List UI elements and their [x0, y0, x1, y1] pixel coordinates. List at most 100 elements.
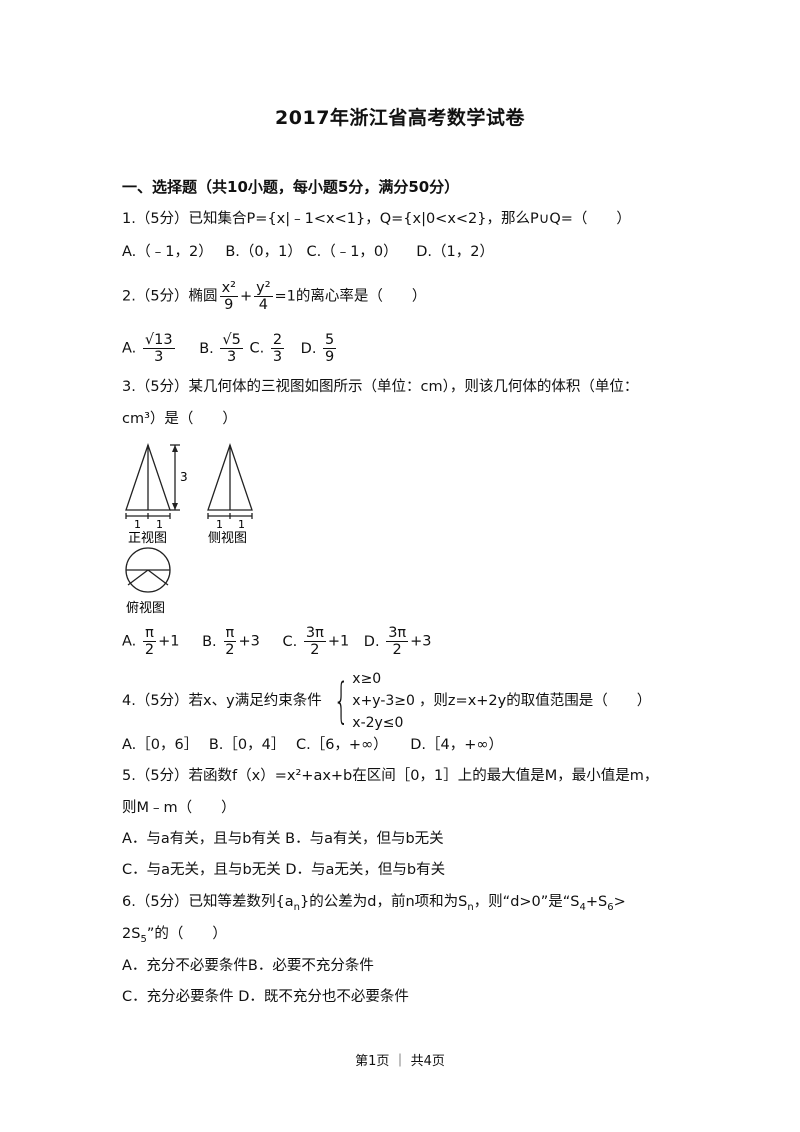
question-6-options-ab: A．充分不必要条件B．必要不充分条件	[122, 958, 374, 974]
q6-text-c: }的公差为d，前n项和为S	[300, 894, 468, 910]
q3-a-tail: +1	[158, 633, 180, 650]
q6-sub-4: 4	[579, 901, 586, 913]
top-view-label: 俯视图	[126, 600, 165, 616]
q4-suffix: ，则z=x+2y的取值范围是（ ）	[418, 693, 652, 709]
q6-sub-n2: n	[467, 901, 474, 913]
side-view-label: 侧视图	[208, 531, 247, 546]
page-title: 2017年浙江省高考数学试卷	[275, 107, 525, 129]
question-5-line-1: 5.（5分）若函数f（x）=x²+ax+b在区间［0，1］上的最大值是M，最小值…	[122, 768, 659, 784]
q2-d-num: 5	[323, 332, 337, 349]
q3-option-c-label: C.	[282, 633, 298, 650]
q2-c-num: 2	[270, 332, 285, 349]
q3-c-tail: +1	[327, 633, 350, 650]
q2-prefix: 2.（5分）椭圆	[122, 288, 218, 305]
q1-option-d: D.（1，2）	[416, 244, 494, 260]
q4-constraint-1: x≥0	[352, 671, 382, 687]
brace-icon: {	[333, 673, 349, 729]
question-5-line-2: 则M﹣m（ ）	[122, 800, 236, 816]
side-view	[207, 442, 253, 519]
q1-option-c: C.（﹣1，0）	[306, 244, 398, 260]
q3-option-b-label: B.	[202, 633, 217, 650]
question-5-options-cd: C．与a无关，且与b无关 D．与a无关，但与b有关	[122, 862, 446, 878]
q3-b-num: π	[223, 625, 237, 642]
side-dim-1: 1	[216, 518, 223, 531]
q2-c-den: 3	[272, 349, 283, 365]
q1-option-a: A.（﹣1，2）	[122, 244, 213, 260]
q2-f2-den: 4	[258, 297, 268, 313]
q6-text-e: ，则“d>0”是“S	[473, 894, 580, 910]
height-label: 3	[180, 470, 188, 484]
q2-plus: +	[239, 288, 253, 305]
section-heading: 一、选择题（共10小题，每小题5分，满分50分）	[122, 178, 460, 196]
side-dim-2: 1	[238, 518, 245, 531]
q4-constraint-3: x-2y≤0	[352, 715, 404, 731]
q6-sub-6: 6	[607, 901, 614, 913]
q1-option-b: B.（0，1）	[225, 244, 302, 260]
q3-d-num: 3π	[386, 625, 409, 642]
q2-b-den: 3	[227, 349, 237, 365]
q3-c-den: 2	[310, 642, 320, 658]
q6-text-i: >	[613, 894, 626, 910]
q6-sub-n1: n	[293, 901, 301, 913]
question-5-options-ab: A．与a有关，且与b有关 B．与a有关，但与b无关	[122, 831, 444, 847]
sqrt-sign: √	[222, 332, 232, 348]
q2-f1-num: x²	[219, 280, 238, 297]
q2-option-d-label: D.	[300, 340, 317, 357]
sqrt-sign: √	[144, 332, 155, 348]
q3-option-d-label: D.	[363, 633, 380, 650]
q3-a-num: π	[143, 625, 156, 642]
q2-suffix: =1的离心率是（ ）	[274, 288, 427, 305]
page-footer: 第1页 ｜ 共4页	[355, 1054, 445, 1069]
q3-b-tail: +3	[238, 633, 260, 650]
three-view-figure: 3 1 1 正视图 1 1 侧视图 俯视图	[125, 442, 253, 616]
q4-option-c: C.［6，+∞）	[295, 737, 388, 753]
question-3-line-2: cm³）是（ ）	[122, 411, 237, 427]
q6-text-a: 6.（5分）已知等差数列{a	[122, 894, 294, 910]
q3-d-den: 2	[392, 642, 402, 658]
q6-sub-5: 5	[140, 933, 147, 945]
q4-constraint-system: {x≥0 x+y-3≥0 x-2y≤0	[326, 668, 415, 734]
question-1-text: 1.（5分）已知集合P={x|﹣1<x<1}，Q={x|0<x<2}，那么P∪Q…	[122, 211, 631, 227]
q2-d-den: 9	[325, 349, 335, 365]
top-view	[125, 547, 171, 593]
q2-f2-num: y²	[254, 280, 273, 297]
q6-text-2c: ”的（ ）	[146, 926, 227, 942]
height-arrow-top	[172, 445, 178, 452]
height-arrow-bottom	[172, 503, 178, 510]
question-3-line-1: 3.（5分）某几何体的三视图如图所示（单位：cm），则该几何体的体积（单位：	[122, 379, 639, 395]
question-6-line-1: 6.（5分）已知等差数列{an}的公差为d，前n项和为Sn，则“d>0”是“S4…	[122, 892, 626, 918]
q3-b-den: 2	[225, 642, 235, 658]
q4-constraint-2: x+y-3≥0	[352, 693, 415, 709]
front-dim-2: 1	[156, 518, 163, 531]
question-6-line-2: 2S5”的（ ）	[122, 924, 227, 950]
front-dim-1: 1	[134, 518, 141, 531]
q2-f1-den: 9	[224, 297, 234, 313]
q2-a-den: 3	[154, 349, 164, 365]
q4-option-d: D.［4，+∞）	[410, 737, 503, 753]
q4-option-a: A.［0，6］	[122, 737, 199, 753]
q2-option-a-label: A.	[122, 340, 137, 357]
question-6-options-cd: C．充分必要条件 D．既不充分也不必要条件	[122, 989, 409, 1005]
q4-option-b: B.［0，4］	[208, 737, 286, 753]
front-view-label: 正视图	[128, 531, 167, 546]
question-1-options: A.（﹣1，2） B.（0，1） C.（﹣1，0） D.（1，2）	[122, 242, 494, 262]
q3-c-num: 3π	[303, 625, 326, 642]
front-view	[125, 442, 180, 519]
q2-option-b-label: B.	[199, 340, 214, 357]
q2-b-rad: 5	[231, 332, 241, 348]
q2-a-rad: 13	[154, 332, 173, 348]
q3-d-tail: +3	[410, 633, 432, 650]
